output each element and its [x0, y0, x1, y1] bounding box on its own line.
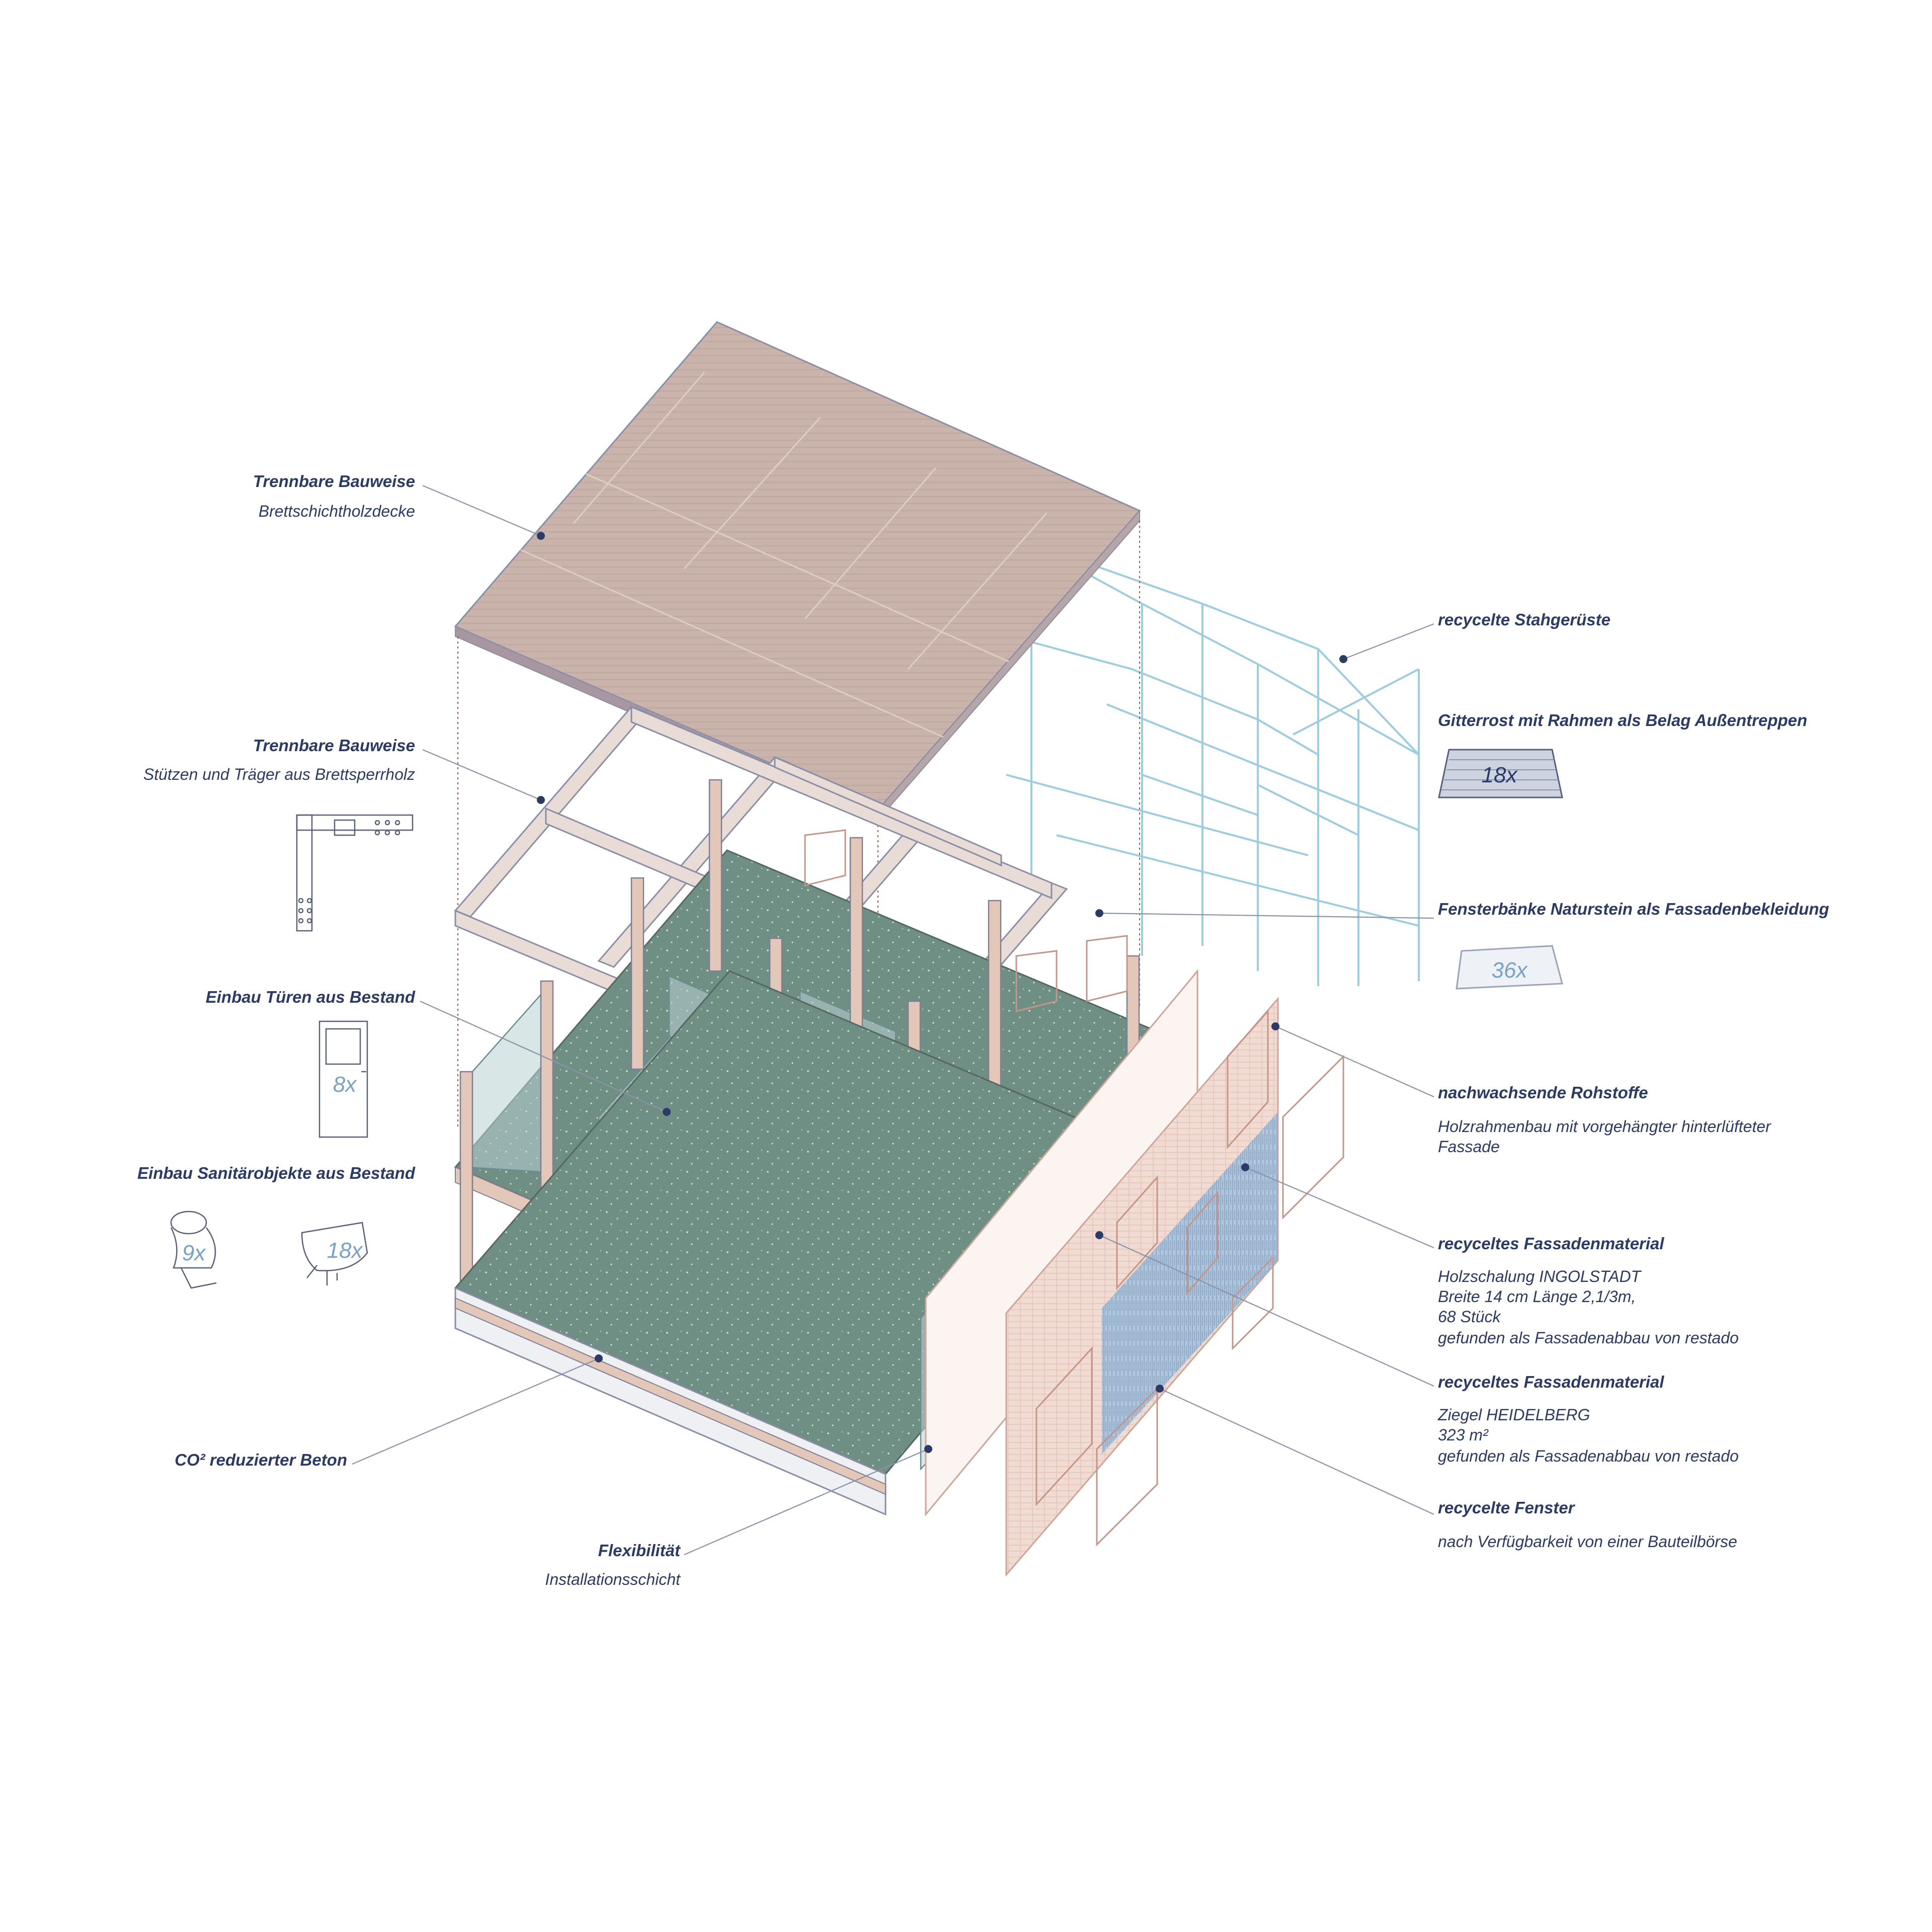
- sink-count-badge: 18x: [327, 1238, 364, 1263]
- facade: [804, 829, 1344, 1577]
- label-renewable-sub1: Holzrahmenbau mit vorgehängter hinterlüf…: [1438, 1117, 1772, 1136]
- leader-lines: [352, 485, 1434, 1556]
- label-flex-sub: Installationsschicht: [545, 1570, 681, 1588]
- label-scaffold-title: recycelte Stahgerüste: [1438, 610, 1611, 629]
- label-roof-sub: Brettschichtholzdecke: [259, 502, 415, 520]
- label-windows-sub: nach Verfügbarkeit von einer Bauteilbörs…: [1438, 1533, 1737, 1551]
- label-wood-cladding-sub1: Holzschalung INGOLSTADT: [1438, 1267, 1642, 1285]
- beam-connection-icon: [296, 814, 414, 932]
- label-columns-title: Trennbare Bauweise: [253, 736, 415, 755]
- label-brick-sub1: Ziegel HEIDELBERG: [1437, 1406, 1590, 1424]
- door-icon: 8x: [318, 1020, 368, 1138]
- label-windows-title: recycelte Fenster: [1438, 1498, 1576, 1517]
- label-brick-title: recyceltes Fassadenmaterial: [1438, 1373, 1664, 1391]
- sink-icon: 18x: [301, 1222, 368, 1285]
- label-wood-cladding-sub4: gefunden als Fassadenabbau von restado: [1438, 1329, 1739, 1347]
- label-wood-cladding-title: recyceltes Fassadenmaterial: [1438, 1234, 1664, 1253]
- grating-count-badge: 18x: [1482, 763, 1518, 787]
- label-wood-cladding-sub2: Breite 14 cm Länge 2,1/3m,: [1438, 1287, 1636, 1306]
- label-concrete-title: CO² reduzierter Beton: [175, 1451, 347, 1469]
- label-sanitary-title: Einbau Sanitärobjekte aus Bestand: [137, 1164, 416, 1182]
- label-brick-sub2: 323 m²: [1438, 1426, 1489, 1444]
- stone-sill-icon: 36x: [1456, 945, 1563, 990]
- label-sills-title: Fensterbänke Naturstein als Fassadenbekl…: [1438, 900, 1829, 918]
- roof-slab: [454, 321, 1141, 822]
- label-columns-sub: Stützen und Träger aus Brettsperrholz: [143, 765, 415, 783]
- label-roof-title: Trennbare Bauweise: [253, 472, 415, 491]
- label-flex-title: Flexibilität: [598, 1541, 681, 1560]
- toilet-icon: 9x: [170, 1211, 217, 1289]
- steel-scaffold: [1001, 542, 1420, 986]
- label-brick-sub3: gefunden als Fassadenabbau von restado: [1438, 1447, 1739, 1465]
- label-grating-title: Gitterrost mit Rahmen als Belag Außentre…: [1438, 711, 1807, 730]
- grating-icon: 18x: [1438, 749, 1563, 798]
- sills-count-badge: 36x: [1492, 958, 1528, 983]
- label-doors-title: Einbau Türen aus Bestand: [206, 988, 416, 1006]
- labels-left: Trennbare Bauweise Brettschichtholzdecke…: [137, 472, 681, 1588]
- label-wood-cladding-sub3: 68 Stück: [1438, 1308, 1502, 1326]
- labels-right: recycelte Stahgerüste Gitterrost mit Rah…: [1437, 610, 1829, 1551]
- label-renewable-sub2: Fassade: [1438, 1138, 1500, 1156]
- toilet-count-badge: 9x: [182, 1241, 206, 1265]
- doors-count-badge: 8x: [333, 1072, 357, 1097]
- label-renewable-title: nachwachsende Rohstoffe: [1438, 1083, 1648, 1102]
